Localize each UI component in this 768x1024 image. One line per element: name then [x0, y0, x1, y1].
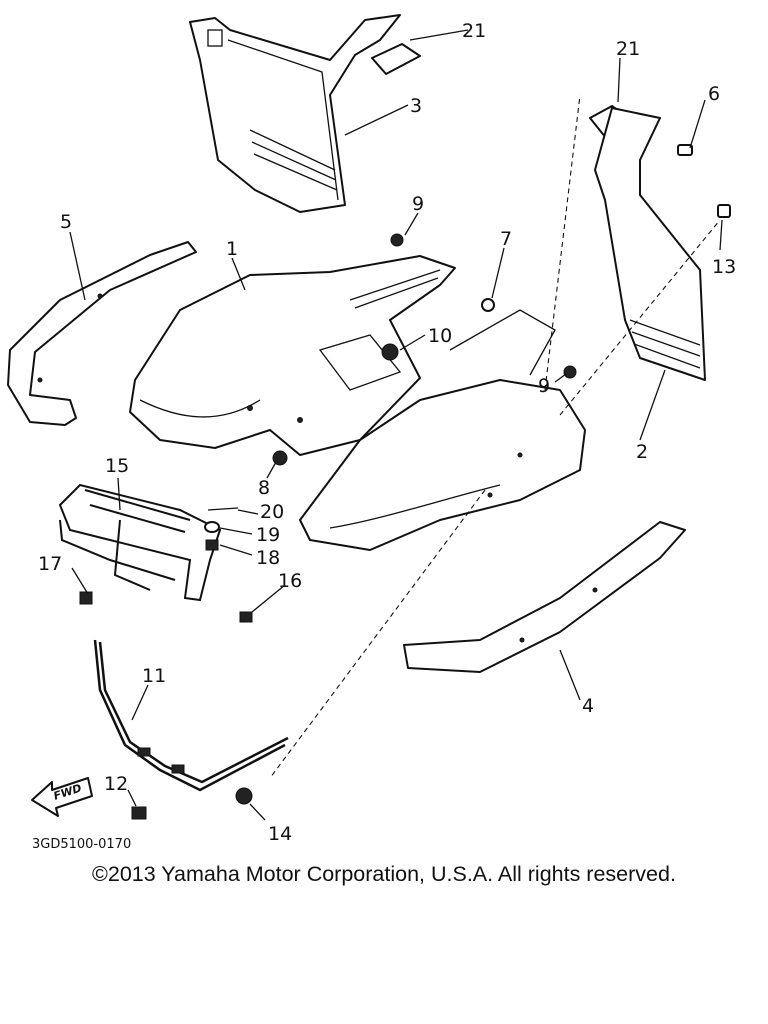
callout-6: 6 [708, 83, 720, 105]
callout-16: 16 [278, 570, 302, 592]
pin-20 [207, 507, 239, 511]
part-3-left-side-cover [189, 14, 401, 213]
callout-5: 5 [60, 211, 72, 233]
copyright-notice: ©2013 Yamaha Motor Corporation, U.S.A. A… [92, 862, 676, 886]
bolt-6 [677, 144, 693, 156]
callout-10: 10 [428, 325, 452, 347]
callout-13: 13 [712, 256, 736, 278]
front-fender [299, 309, 586, 551]
callout-17: 17 [38, 553, 62, 575]
callout-12: 12 [104, 773, 128, 795]
nut-14 [235, 787, 253, 805]
plug-10 [381, 343, 399, 361]
callout-11: 11 [142, 665, 166, 687]
part-5-left-trim [7, 241, 197, 426]
part-4-right-trim [403, 521, 686, 673]
callout-1: 1 [226, 238, 238, 260]
drawing-code: 3GD5100-0170 [32, 837, 131, 852]
fwd-arrow-icon: FWD [31, 777, 93, 817]
leader-lines [69, 29, 723, 821]
callout-2: 2 [636, 441, 648, 463]
bolt-9-upper [390, 233, 404, 247]
callout-20: 20 [260, 501, 284, 523]
callout-7: 7 [500, 228, 512, 250]
callout-18: 18 [256, 547, 280, 569]
bolt-12 [131, 806, 147, 820]
callout-19: 19 [256, 524, 280, 546]
bolt-13 [717, 204, 731, 218]
part-2-right-side-cover [594, 107, 706, 381]
parts-diagram: FWD 21 3 5 1 9 7 21 6 13 10 9 2 8 20 19 … [7, 14, 736, 852]
bolt-9-right [563, 365, 577, 379]
callout-14: 14 [268, 823, 292, 845]
callout-8: 8 [258, 477, 270, 499]
callout-21-left: 21 [462, 20, 486, 42]
part-1-rear-fender [129, 255, 456, 456]
callout-15: 15 [105, 455, 129, 477]
part-15-rear-carrier [58, 483, 222, 602]
washer-19 [204, 521, 220, 533]
nut-18 [205, 539, 219, 551]
part-11-stay [93, 639, 289, 792]
part-21-pad-left [371, 43, 421, 75]
callout-21-right: 21 [616, 38, 640, 60]
callout-3: 3 [410, 95, 422, 117]
bolt-17 [79, 591, 93, 605]
callout-4: 4 [582, 695, 594, 717]
bolt-16 [239, 611, 253, 623]
bolt-8 [272, 450, 288, 466]
washer-7 [481, 298, 495, 312]
callout-9-right: 9 [538, 375, 550, 397]
callout-9-upper: 9 [412, 193, 424, 215]
